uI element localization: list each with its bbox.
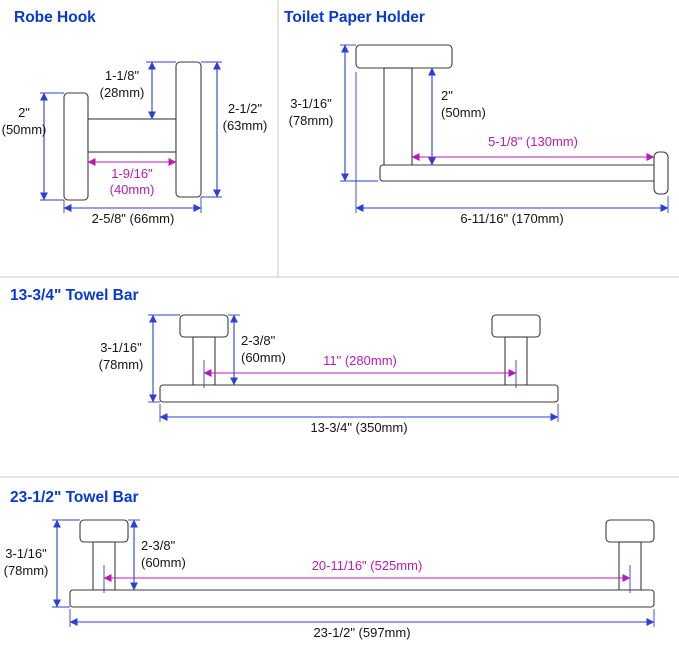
dim-post-height-in: 2": [441, 88, 453, 103]
tp-wall-plate: [355, 44, 453, 69]
tp-post: [383, 67, 413, 167]
dim-overall-length: 6-11/16" (170mm): [460, 211, 563, 226]
robe-hook-arm: [87, 118, 177, 153]
robe-hook-drawing: [63, 61, 202, 201]
toilet-paper-holder-title: Toilet Paper Holder: [284, 9, 425, 26]
dim-center-distance: 11" (280mm): [323, 353, 397, 368]
tp-end-cap: [653, 151, 669, 195]
dim-plate-height-mm: (50mm): [2, 122, 47, 137]
dim-hook-height-mm: (63mm): [223, 118, 268, 133]
robe-hook-dimensions: 2" (50mm) 1-1/8" (28mm) 2-1/2" (63mm) 1-…: [2, 61, 268, 226]
dim-post-depth-mm: (60mm): [141, 555, 186, 570]
towel-bar-13-dimensions: 3-1/16" (78mm) 2-3/8" (60mm) 11" (280mm)…: [99, 314, 559, 435]
dim-overall-depth: 2-5/8" (66mm): [92, 211, 175, 226]
tb13-bar: [159, 384, 559, 403]
towel-bar-13-panel: 13-3/4" Towel Bar 3-1/16" (78mm) 2-3/8" …: [10, 287, 559, 435]
panel-dividers: [0, 0, 679, 478]
dim-top-offset-mm: (28mm): [100, 85, 145, 100]
dim-overall-length: 23-1/2" (597mm): [313, 625, 410, 640]
dim-overall-height-in: 3-1/16": [290, 96, 332, 111]
toilet-paper-holder-drawing: [355, 44, 669, 195]
dim-plate-height-in: 2": [18, 105, 30, 120]
dim-post-height-mm: (50mm): [441, 105, 486, 120]
robe-hook-hook-bar: [175, 61, 202, 198]
tb13-left-plate: [179, 314, 229, 338]
dim-overall-height-mm: (78mm): [99, 357, 144, 372]
towel-bar-23-dimensions: 3-1/16" (78mm) 2-3/8" (60mm) 20-11/16" (…: [4, 519, 655, 640]
dim-overall-length: 13-3/4" (350mm): [310, 420, 407, 435]
dim-arm-length-mm: (40mm): [110, 182, 155, 197]
towel-bar-23-panel: 23-1/2" Towel Bar 3-1/16" (78mm) 2-3/8" …: [4, 489, 655, 640]
tp-roll-bar: [379, 164, 657, 182]
dim-roll-length: 5-1/8" (130mm): [488, 134, 578, 149]
dim-post-depth-in: 2-3/8": [241, 333, 276, 348]
robe-hook-wall-plate: [63, 92, 89, 201]
dim-arm-length-in: 1-9/16": [111, 166, 153, 181]
towel-bar-13-title: 13-3/4" Towel Bar: [10, 287, 139, 304]
toilet-paper-holder-panel: Toilet Paper Holder 3-1/16" (78mm) 2" (5…: [284, 9, 669, 226]
dim-post-depth-in: 2-3/8": [141, 538, 176, 553]
tb23-bar: [69, 589, 655, 608]
dim-hook-height-in: 2-1/2": [228, 101, 263, 116]
tb13-right-plate: [491, 314, 541, 338]
dim-overall-height-in: 3-1/16": [5, 546, 47, 561]
dim-overall-height-mm: (78mm): [4, 563, 49, 578]
dim-top-offset-in: 1-1/8": [105, 68, 140, 83]
dim-overall-height-mm: (78mm): [289, 113, 334, 128]
dim-post-depth-mm: (60mm): [241, 350, 286, 365]
tb23-left-plate: [79, 519, 129, 543]
towel-bar-23-title: 23-1/2" Towel Bar: [10, 489, 139, 506]
dim-center-distance: 20-11/16" (525mm): [312, 558, 423, 573]
robe-hook-title: Robe Hook: [14, 9, 96, 26]
toilet-paper-holder-dimensions: 3-1/16" (78mm) 2" (50mm) 5-1/8" (130mm) …: [289, 44, 669, 226]
tb23-right-plate: [605, 519, 655, 543]
robe-hook-panel: Robe Hook 2" (50mm) 1-1/8" (28mm) 2-1/2"…: [2, 9, 268, 226]
dim-overall-height-in: 3-1/16": [100, 340, 142, 355]
